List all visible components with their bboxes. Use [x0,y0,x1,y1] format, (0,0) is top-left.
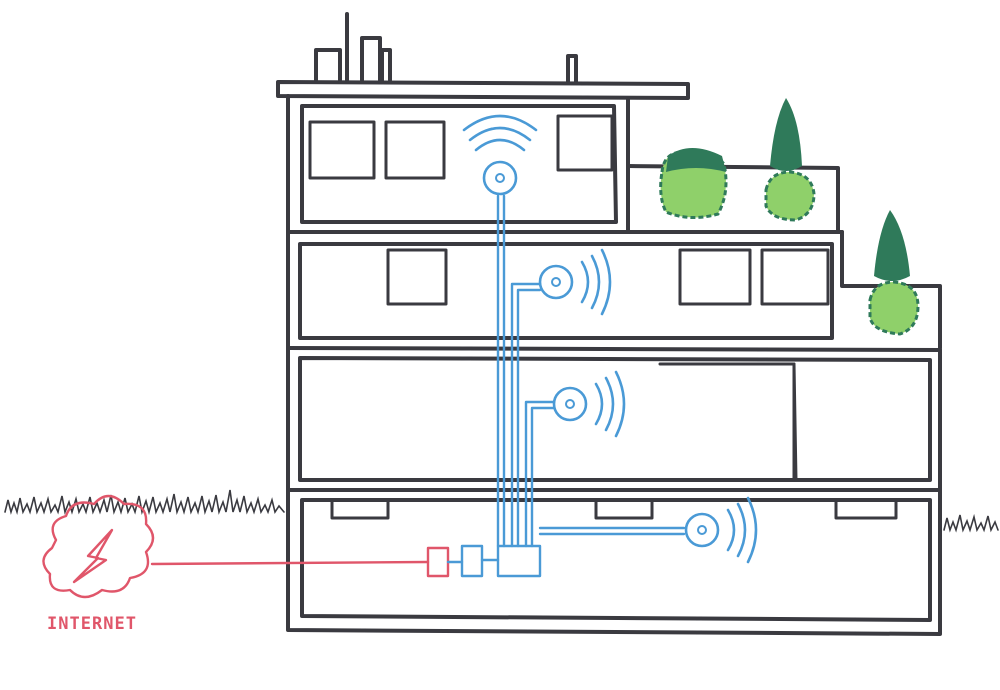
wifi-access-point-icon [462,114,538,196]
plant-icon [764,98,816,222]
network-equipment [446,544,542,578]
wifi-access-point-icon [684,496,758,564]
plant-icon [659,148,728,219]
cloud-lightning-icon [42,494,155,599]
internet-label: INTERNET [47,614,137,634]
wifi-access-point-icon [538,248,612,316]
ground-grass [4,489,999,533]
wifi-access-point-icon [552,370,626,438]
house-cross-section [276,12,942,636]
plant-icon [868,210,920,336]
internet-connection [150,546,450,578]
network-cabling [496,194,686,548]
